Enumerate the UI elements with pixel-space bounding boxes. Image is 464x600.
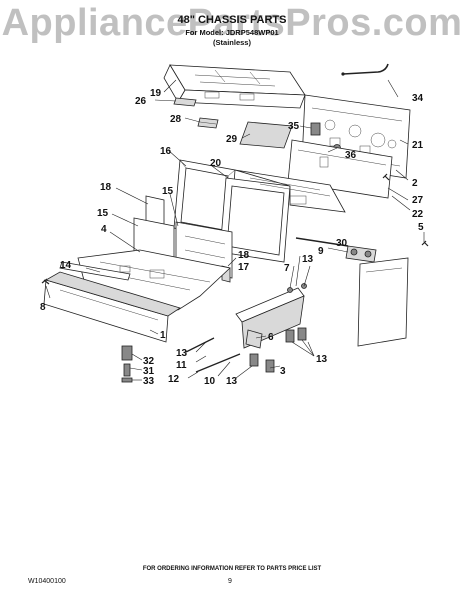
callout-18a: 18 [100, 182, 112, 193]
callout-13c: 13 [226, 376, 238, 387]
callout-13a: 13 [302, 254, 314, 265]
screw-8 [41, 278, 50, 285]
callout-6: 6 [268, 332, 274, 343]
callout-20: 20 [210, 158, 222, 169]
callout-11: 11 [176, 360, 187, 371]
callout-5: 5 [418, 222, 424, 233]
rail-10 [195, 353, 241, 373]
switch-35 [310, 122, 321, 136]
callout-33: 33 [143, 376, 155, 387]
callout-13b: 13 [176, 348, 188, 359]
callout-1: 1 [160, 330, 166, 341]
callout-30: 30 [336, 238, 348, 249]
bracket-26 [173, 97, 197, 107]
callout-2: 2 [412, 178, 418, 189]
callout-4: 4 [101, 224, 107, 235]
rail-11 [185, 337, 215, 353]
callout-32: 32 [143, 356, 155, 367]
callout-16: 16 [160, 146, 172, 157]
callout-36: 36 [345, 150, 357, 161]
document-number: W10400100 [28, 578, 66, 585]
callout-12: 12 [168, 374, 180, 385]
callout-21: 21 [412, 140, 424, 151]
callout-34: 34 [412, 93, 424, 104]
callout-27: 27 [412, 195, 424, 206]
callout-10: 10 [204, 376, 216, 387]
valve-assembly [345, 245, 377, 263]
callout-31: 31 [143, 366, 155, 377]
top-cover-panel [163, 64, 306, 109]
model-line: For Model: JDRP548WP01 [185, 28, 279, 37]
callout-17: 17 [238, 262, 250, 273]
tube-34 [342, 63, 389, 75]
callout-28: 28 [170, 114, 182, 125]
callout-29: 29 [226, 134, 238, 145]
finish-line: (Stainless) [213, 38, 251, 47]
callout-35: 35 [288, 121, 300, 132]
oven-frame-left [173, 159, 236, 239]
kick-panel [43, 271, 181, 343]
callout-8: 8 [40, 302, 46, 313]
callout-26: 26 [135, 96, 147, 107]
ordering-note: FOR ORDERING INFORMATION REFER TO PARTS … [142, 566, 322, 572]
front-leg [121, 345, 133, 383]
rod-2 [295, 237, 349, 247]
callout-14: 14 [60, 260, 72, 271]
right-side-panel [357, 257, 409, 347]
diagram-title: 48" CHASSIS PARTS [177, 14, 287, 26]
callout-labels: 19 26 28 29 34 35 36 21 16 20 2 27 22 18… [40, 88, 424, 387]
bracket-6 [245, 329, 263, 349]
callout-13d: 13 [316, 354, 328, 365]
callout-22: 22 [412, 209, 424, 220]
callout-15a: 15 [97, 208, 109, 219]
page-number: 9 [228, 578, 232, 585]
insulation-pad [239, 121, 293, 149]
callout-3: 3 [280, 366, 286, 377]
callout-19: 19 [150, 88, 162, 99]
oven-top-plate [234, 169, 346, 213]
oven-frame-right [219, 177, 291, 263]
callout-9: 9 [318, 246, 324, 257]
callout-7: 7 [284, 263, 290, 274]
callout-15b: 15 [162, 186, 174, 197]
leader-lines [45, 79, 425, 381]
screw-27 [382, 173, 390, 181]
lower-trim-14 [59, 261, 131, 281]
callout-18b: 18 [238, 250, 250, 261]
screw-5 [421, 240, 429, 247]
